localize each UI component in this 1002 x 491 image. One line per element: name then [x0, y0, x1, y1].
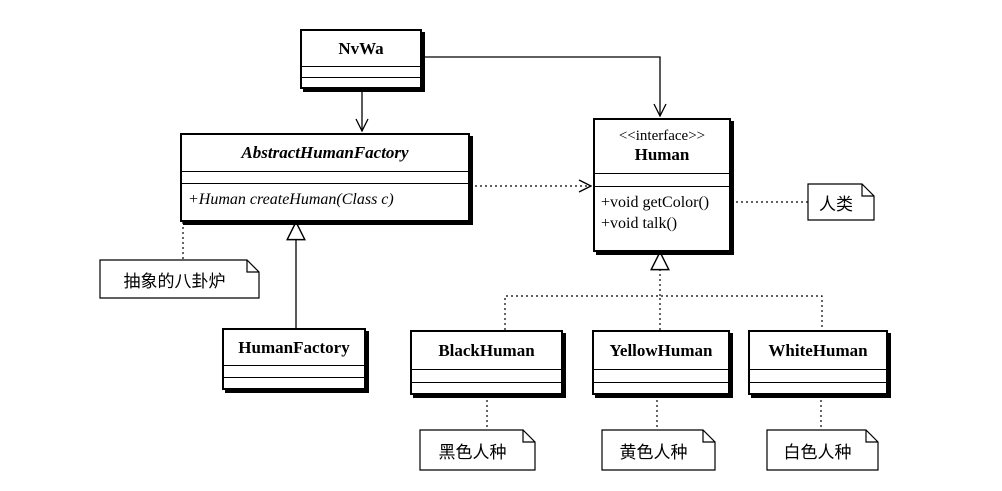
method-talk: +void talk() [601, 215, 678, 232]
methods-section [224, 378, 364, 388]
methods-section: +Human createHuman(Class c) [182, 184, 468, 210]
class-name: BlackHuman [438, 340, 535, 360]
methods-section: +void getColor() +void talk() [595, 187, 729, 234]
note-shape-human [807, 183, 875, 221]
method-get-color: +void getColor() [601, 194, 710, 211]
class-human-interface: <<interface>> Human +void getColor() +vo… [593, 118, 731, 252]
attributes-section [302, 67, 420, 78]
methods-section [594, 383, 728, 393]
note-abstract-factory: 抽象的八卦炉 [123, 271, 226, 292]
attributes-section [750, 370, 886, 383]
methods-section [750, 383, 886, 393]
class-name: Human [634, 145, 690, 164]
attributes-section [182, 172, 468, 184]
attributes-section [224, 366, 364, 378]
note-shape-yellow [601, 429, 716, 471]
note-shape-black [419, 429, 536, 471]
class-name: NvWa [338, 38, 384, 58]
class-name: HumanFactory [238, 337, 350, 357]
class-abstract-human-factory: AbstractHumanFactory +Human createHuman(… [180, 133, 470, 222]
methods-section [412, 383, 561, 393]
attributes-section [595, 174, 729, 187]
class-human-factory: HumanFactory [222, 328, 366, 390]
class-name: YellowHuman [609, 340, 713, 360]
stereotype: <<interface>> [618, 128, 706, 144]
method-create-human: +Human createHuman(Class c) [188, 191, 394, 208]
note-black-human: 黑色人种 [438, 442, 507, 463]
attributes-section [594, 370, 728, 383]
note-human: 人类 [819, 194, 853, 215]
class-name: AbstractHumanFactory [241, 143, 409, 162]
note-white-human: 白色人种 [783, 442, 852, 463]
class-nvwa: NvWa [300, 29, 422, 89]
class-name: WhiteHuman [768, 340, 868, 360]
note-shape-factory [99, 259, 260, 299]
class-black-human: BlackHuman [410, 330, 563, 395]
note-shape-white [766, 429, 879, 471]
class-white-human: WhiteHuman [748, 330, 888, 395]
class-yellow-human: YellowHuman [592, 330, 730, 395]
methods-section [302, 78, 420, 87]
attributes-section [412, 370, 561, 383]
assoc-nvwa-to-human [422, 56, 660, 116]
note-yellow-human: 黄色人种 [619, 442, 688, 463]
realization-tree [504, 295, 823, 330]
